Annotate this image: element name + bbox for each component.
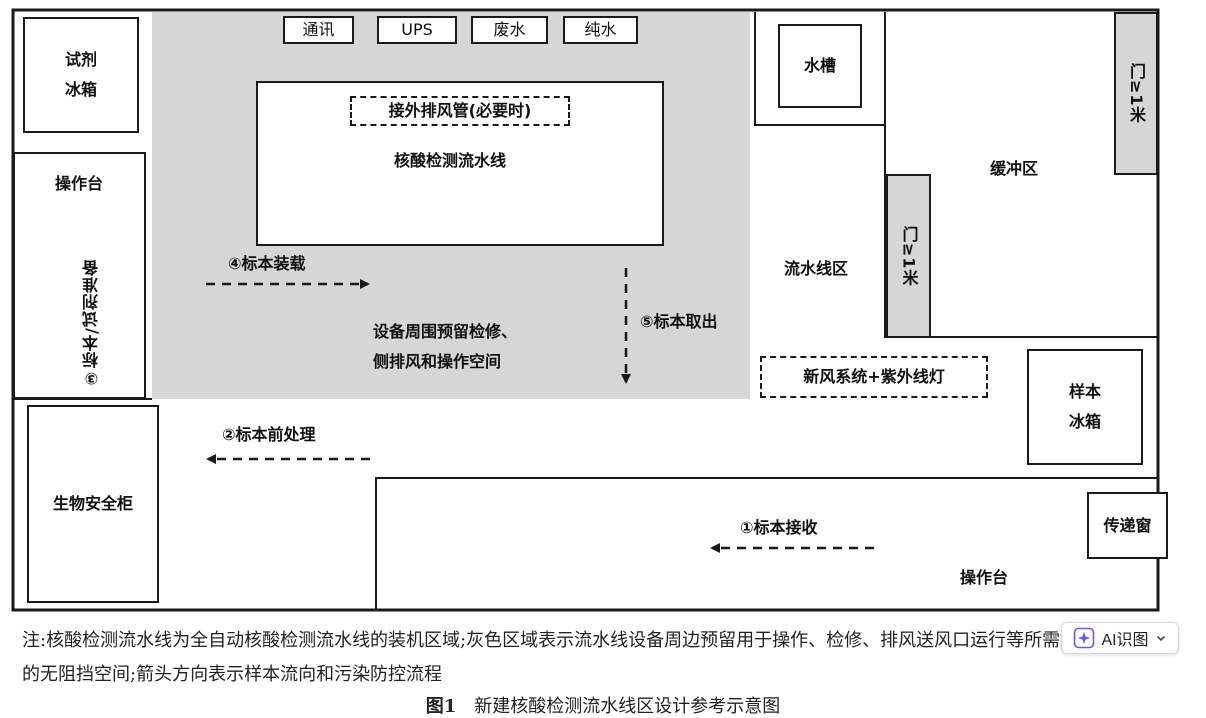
left-bench-label: 操作台 — [55, 174, 104, 193]
door-top: 门≥1米 — [1114, 12, 1158, 175]
sample-fridge-line-2: 冰箱 — [1068, 412, 1101, 431]
biosafety-cabinet: 生物安全柜 — [27, 405, 159, 603]
reserved-space-line-2: 侧排风和操作空间 — [373, 352, 502, 371]
utility-wastewater: 废水 — [471, 16, 548, 44]
sample-reception-label: ①标本接收 — [740, 518, 818, 537]
sample-removal-label: ⑤标本取出 — [640, 312, 718, 331]
chevron-down-icon — [1156, 635, 1165, 642]
water-tank-wall — [754, 12, 886, 126]
figure-title: 新建核酸检测流水线区设计参考示意图 — [474, 696, 781, 717]
figure-caption: 图1 新建核酸检测流水线区设计参考示意图 — [0, 692, 1206, 718]
door-middle: 门≥1米 — [886, 174, 931, 338]
floor-plan-diagram: 通讯 UPS 废水 纯水 试剂 冰箱 操作台 ③标本/试剂准备 接外排风管(必要… — [11, 8, 1168, 612]
utility-pure-water: 纯水 — [563, 16, 638, 44]
reagent-fridge: 试剂 冰箱 — [23, 17, 139, 133]
utility-ups: UPS — [377, 16, 457, 44]
ai-button-label: AI识图 — [1101, 632, 1149, 649]
buffer-zone-label: 缓冲区 — [990, 159, 1039, 178]
reagent-fridge-line-1: 试剂 — [64, 50, 97, 69]
left-bench: 操作台 — [13, 152, 146, 399]
sparkle-icon — [1074, 627, 1095, 649]
pass-window: 传递窗 — [1087, 492, 1168, 559]
buffer-zone-wall — [884, 125, 1158, 338]
pipeline-title: 核酸检测流水线 — [394, 151, 507, 170]
reserved-space-label: 设备周围预留检修、 侧排风和操作空间 — [373, 317, 517, 377]
fresh-air-system: 新风系统+紫外线灯 — [760, 356, 988, 398]
bottom-bench-label: 操作台 — [960, 568, 1009, 587]
bottom-bench-outline — [375, 477, 1158, 610]
reserved-space-line-1: 设备周围预留检修、 — [373, 322, 518, 341]
sample-fridge: 样本 冰箱 — [1027, 349, 1143, 465]
exhaust-pipe-note: 接外排风管(必要时) — [350, 96, 570, 126]
sample-loading-label: ④标本装载 — [228, 254, 306, 273]
sample-fridge-line-1: 样本 — [1068, 382, 1101, 401]
reagent-fridge-line-2: 冰箱 — [64, 80, 97, 99]
door-top-label: 门≥1米 — [1127, 63, 1146, 124]
water-tank: 水槽 — [778, 24, 862, 108]
door-middle-label: 门≥1米 — [899, 225, 919, 287]
utility-communication: 通讯 — [283, 16, 354, 44]
figure-label: 图1 — [425, 696, 457, 717]
pipeline-zone-label: 流水线区 — [784, 259, 849, 278]
pipeline-box: 接外排风管(必要时) 核酸检测流水线 — [256, 81, 664, 246]
ai-recognize-button[interactable]: AI识图 — [1061, 622, 1179, 654]
pretreatment-label: ②标本前处理 — [222, 425, 316, 444]
reagent-prep-label: ③标本/试剂准备 — [82, 259, 101, 388]
caption-note: 注:核酸检测流水线为全自动核酸检测流水线的装机区域;灰色区域表示流水线设备周边预… — [22, 630, 1061, 685]
